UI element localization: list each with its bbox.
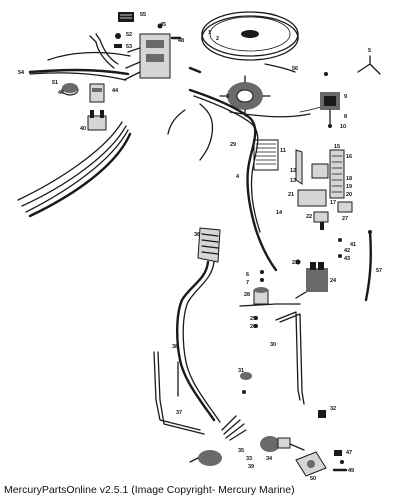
ignition-switch <box>260 436 305 452</box>
callout-57: 57 <box>376 268 382 274</box>
screw-part <box>324 72 328 76</box>
callout-10: 10 <box>340 124 346 130</box>
callout-42: 42 <box>344 248 350 254</box>
cable-end <box>368 230 372 234</box>
callout-13: 13 <box>290 178 296 184</box>
callout-40: 40 <box>80 126 86 132</box>
callout-18: 18 <box>346 176 352 182</box>
callout-35: 35 <box>238 448 244 454</box>
callout-47: 47 <box>346 450 352 456</box>
bolt-part <box>188 66 202 74</box>
callout-44: 44 <box>112 88 119 94</box>
exploded-parts-diagram: 1 2 3 4 5 6 7 8 9 10 11 12 13 14 15 16 1… <box>17 11 382 480</box>
callout-54: 54 <box>18 70 25 76</box>
callout-14: 14 <box>276 210 283 216</box>
callout-48: 48 <box>178 38 184 44</box>
callout-26: 26 <box>250 324 256 330</box>
clip-part <box>114 44 122 48</box>
connector-plug <box>318 410 326 418</box>
wire-bundle-left <box>17 121 132 218</box>
flywheel <box>201 11 299 61</box>
callout-39: 39 <box>248 464 254 470</box>
callout-37: 37 <box>176 410 182 416</box>
callout-49: 49 <box>348 468 354 474</box>
callout-46: 46 <box>58 90 64 96</box>
screw-part <box>157 23 163 29</box>
decal-plate <box>118 12 134 22</box>
callout-3: 3 <box>226 94 229 100</box>
stator <box>219 75 271 117</box>
capacitor <box>253 287 269 305</box>
callout-45: 45 <box>160 22 166 28</box>
callout-55: 55 <box>140 12 146 18</box>
callout-25: 25 <box>250 316 256 322</box>
jumper-wire <box>357 55 381 75</box>
callout-56: 56 <box>292 66 298 72</box>
callout-34: 34 <box>266 456 273 462</box>
callout-29: 29 <box>230 142 236 148</box>
terminal-block <box>311 149 345 199</box>
callout-22: 22 <box>306 214 312 220</box>
callout-28: 28 <box>244 292 250 298</box>
wire-loom <box>153 351 205 435</box>
callout-12: 12 <box>290 168 296 174</box>
callout-30: 30 <box>270 342 276 348</box>
screw-part <box>115 33 121 39</box>
fuse-holder <box>240 372 252 394</box>
callout-19: 19 <box>346 184 352 190</box>
callout-15: 15 <box>334 144 340 150</box>
mounting-plate <box>295 451 327 477</box>
callout-9: 9 <box>344 94 347 100</box>
callout-38: 38 <box>172 344 178 350</box>
battery-cable <box>364 230 372 302</box>
wiring-harness-left <box>28 33 131 81</box>
ignition-coil <box>61 83 105 103</box>
callout-21: 21 <box>288 192 294 198</box>
ground-lead <box>239 303 301 307</box>
starter-solenoid <box>295 262 328 299</box>
callout-51: 51 <box>52 80 58 86</box>
callout-24: 24 <box>330 278 337 284</box>
copyright-caption: MercuryPartsOnline v2.5.1 (Image Copyrig… <box>4 484 295 496</box>
trigger-lead <box>264 63 296 73</box>
wiring-plug <box>197 227 221 263</box>
callout-17: 17 <box>330 200 336 206</box>
rectifier <box>87 110 107 131</box>
callout-16: 16 <box>346 154 352 160</box>
remote-harness <box>176 260 221 423</box>
callout-31: 31 <box>238 368 244 374</box>
callout-4: 4 <box>236 174 240 180</box>
hardware-set <box>332 450 348 472</box>
callout-43: 43 <box>344 256 350 262</box>
harness-connectors <box>253 139 303 185</box>
small-hardware <box>254 238 342 328</box>
callout-52: 52 <box>126 32 132 38</box>
callout-53: 53 <box>126 44 132 50</box>
callout-20: 20 <box>346 192 352 198</box>
callout-41: 41 <box>350 242 356 248</box>
callout-23: 23 <box>292 260 298 266</box>
engine-harness <box>167 88 325 272</box>
callout-7: 7 <box>246 280 249 286</box>
callout-27: 27 <box>342 216 348 222</box>
voltage-regulator <box>320 92 340 128</box>
key-switch-assembly <box>189 415 247 466</box>
callout-6: 6 <box>246 272 249 278</box>
callout-8: 8 <box>344 114 347 120</box>
callout-50: 50 <box>310 476 316 480</box>
switch-box <box>123 33 171 81</box>
terminal-clip <box>313 211 329 230</box>
long-cable <box>275 311 305 405</box>
callout-5: 5 <box>368 48 371 54</box>
callout-11: 11 <box>280 148 286 154</box>
mounting-bracket <box>297 189 353 213</box>
callout-1: 1 <box>208 30 211 36</box>
callout-33: 33 <box>246 456 252 462</box>
callout-32: 32 <box>330 406 336 412</box>
callout-labels: 1 2 3 4 5 6 7 8 9 10 11 12 13 14 15 16 1… <box>18 12 382 480</box>
callout-2: 2 <box>216 36 219 42</box>
callout-36: 36 <box>194 232 200 238</box>
